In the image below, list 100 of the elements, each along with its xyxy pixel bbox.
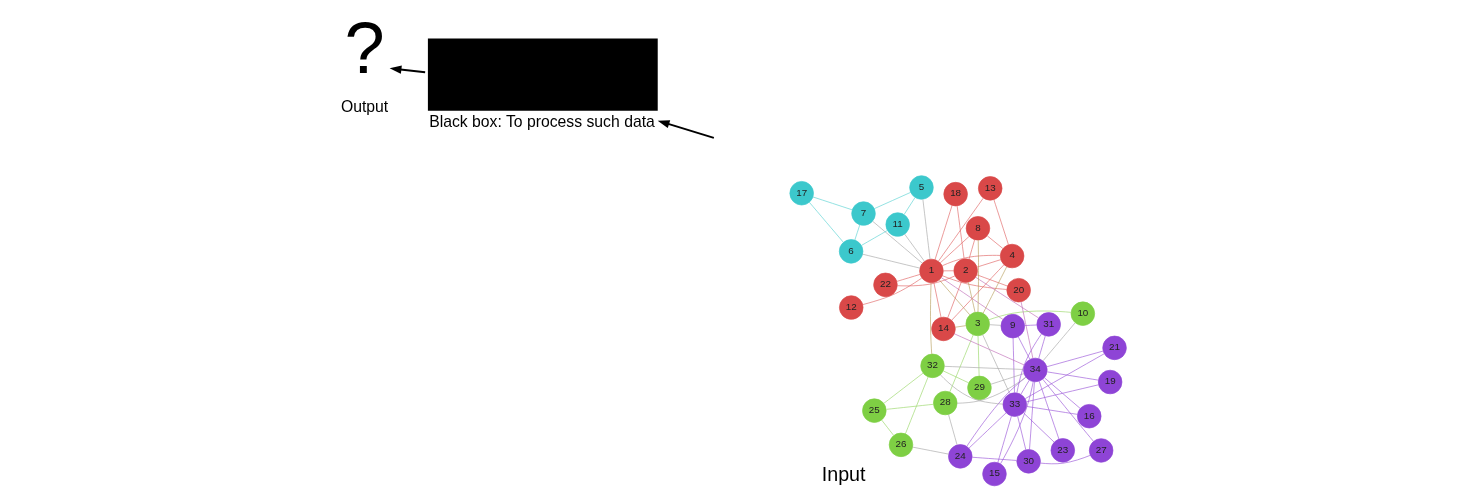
connector — [977, 335, 979, 377]
connector — [1028, 381, 1035, 450]
node-circle: 5 — [908, 175, 934, 200]
node-circle: 21 — [1101, 335, 1127, 360]
connector — [974, 276, 1039, 319]
node-circle: 24 — [947, 444, 972, 469]
node-circle: 14 — [930, 316, 956, 342]
connector — [941, 255, 1000, 267]
connector — [929, 282, 932, 355]
node-circle: 18 — [942, 182, 968, 207]
connector — [896, 274, 920, 282]
connector — [940, 277, 1003, 320]
connector — [1041, 378, 1094, 442]
node-circle: 4 — [999, 243, 1024, 269]
connector — [989, 373, 1024, 385]
connector — [976, 274, 1008, 287]
node-circle: 10 — [1070, 301, 1095, 326]
connector — [1038, 380, 1059, 440]
connector — [942, 270, 954, 272]
connector — [1017, 336, 1030, 360]
node-circle: 2 — [953, 258, 978, 283]
connector — [1042, 322, 1076, 362]
connector — [873, 192, 911, 209]
node-circle: 6 — [838, 239, 863, 264]
connector — [883, 372, 923, 404]
node-circle: 8 — [965, 216, 990, 241]
node-circle: 27 — [1088, 438, 1113, 463]
node-circle: 3 — [965, 311, 990, 337]
node-circle: 28 — [932, 390, 957, 416]
node-circle: 22 — [872, 272, 898, 297]
connector — [1046, 371, 1099, 381]
connector — [1020, 379, 1030, 395]
connector — [1016, 415, 1026, 451]
connector — [941, 275, 1007, 290]
connector — [982, 266, 1007, 314]
connector — [939, 374, 1003, 405]
connector — [922, 199, 930, 260]
connector — [880, 419, 894, 436]
connector — [861, 277, 922, 305]
connector — [934, 205, 952, 260]
node-label: Black box: To process such data — [428, 113, 655, 131]
node-circle: 26 — [888, 432, 913, 457]
connector — [981, 334, 1010, 394]
connector — [1037, 335, 1046, 359]
connector — [939, 236, 969, 264]
node-circle: 17 — [789, 181, 814, 206]
node-circle: 34 — [1022, 357, 1047, 383]
connector — [1022, 412, 1055, 443]
node-circle: 15 — [981, 461, 1007, 487]
connector — [871, 221, 923, 264]
connector — [976, 259, 1001, 268]
connector — [988, 310, 1071, 321]
label: Input — [821, 462, 866, 485]
node-circle: 32 — [919, 353, 945, 378]
node-circle: 29 — [966, 375, 992, 401]
connector — [1039, 454, 1091, 465]
node-circle: 33 — [1002, 392, 1027, 417]
node-circle: 9 — [1000, 314, 1025, 339]
node-circle: 20 — [1006, 278, 1031, 303]
connector — [942, 370, 969, 384]
connector — [965, 377, 1026, 447]
node-circle: 16 — [1076, 404, 1101, 429]
connector — [971, 456, 1017, 461]
connector — [946, 281, 962, 319]
connector — [896, 275, 955, 287]
node-circle: 19 — [1097, 369, 1122, 395]
connector — [938, 279, 970, 316]
connector — [933, 282, 941, 318]
node-circle: 1 — [918, 258, 944, 284]
connector — [950, 264, 1004, 321]
connector — [988, 324, 1001, 326]
connector — [997, 415, 1012, 463]
node-circle: 7 — [850, 201, 876, 226]
connector — [860, 230, 888, 246]
connector — [999, 381, 1033, 465]
node-circle: 31 — [1036, 312, 1061, 337]
connector — [904, 376, 928, 435]
connector — [808, 201, 844, 243]
connector — [1012, 337, 1015, 393]
node-circle: 13 — [977, 176, 1002, 201]
connector — [1020, 301, 1033, 359]
connector — [968, 239, 975, 260]
arrow — [657, 120, 715, 139]
connector — [1046, 350, 1103, 368]
node-circle: 23 — [1050, 438, 1075, 463]
connector — [953, 333, 1025, 366]
node-circle: 25 — [861, 398, 886, 423]
connector — [911, 446, 949, 455]
connector — [956, 205, 964, 260]
connector — [812, 196, 852, 211]
connector — [861, 253, 920, 269]
connector — [943, 366, 1024, 370]
connector — [1025, 406, 1078, 415]
node-circle: 12 — [838, 295, 863, 320]
connector — [854, 224, 860, 241]
connector — [1024, 353, 1105, 399]
connector — [954, 325, 966, 328]
connector — [986, 235, 1003, 249]
connector — [977, 239, 979, 313]
connector — [903, 233, 925, 262]
